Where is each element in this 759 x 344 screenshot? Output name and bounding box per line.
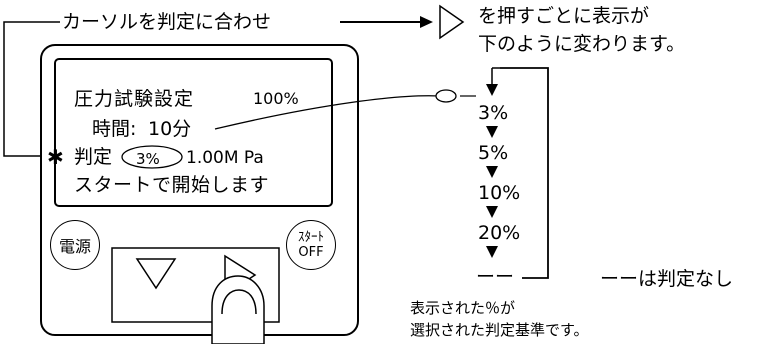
lcd-frame [54, 58, 333, 207]
judge-value-ellipse [121, 145, 183, 169]
arrow-down-2 [486, 166, 498, 178]
right-button[interactable] [218, 252, 262, 298]
footer-line1: 表示された％が [410, 299, 516, 317]
start-button-label: ｽﾀｰﾄ [298, 230, 324, 245]
down-button[interactable] [132, 254, 180, 294]
option-5: 5% [478, 142, 509, 164]
arrow-down-4 [486, 246, 498, 258]
start-off-button[interactable]: ｽﾀｰﾄ OFF [286, 220, 336, 270]
arrow-down-0 [486, 84, 498, 96]
lcd-judge-label: 判定 [74, 146, 113, 168]
cursor-callout-line [3, 21, 60, 157]
press-arrow-head [420, 16, 433, 28]
option-none: ーー [476, 266, 515, 288]
finger-icon [211, 275, 265, 344]
arrow-down-1 [486, 126, 498, 138]
play-symbol-icon [439, 4, 465, 40]
down-button-icon [135, 258, 177, 290]
lcd-judge-value: 3% [136, 150, 160, 168]
leader-line [214, 95, 441, 130]
leader-end-ellipse [435, 89, 457, 103]
lcd-percent: 100% [253, 89, 299, 108]
none-note: ーーは判定なし [600, 268, 734, 290]
press-instruction-line1: を押すごとに表示が [478, 5, 650, 27]
lcd-time-label: 時間: [92, 118, 137, 140]
option-3: 3% [478, 102, 509, 124]
footer-line2: 選択された判定基準です。 [410, 321, 589, 339]
cycle-bracket [500, 67, 549, 279]
power-button[interactable]: 電源 [50, 220, 100, 270]
off-button-label: OFF [298, 245, 324, 260]
lcd-time-value: 10分 [148, 118, 192, 140]
lcd-title: 圧力試験設定 [74, 88, 195, 110]
lcd-pressure: 1.00M Pa [186, 148, 264, 168]
lcd-start-message: スタートで開始します [74, 174, 270, 196]
arrow-down-3 [486, 206, 498, 218]
cursor-star-icon: ✱ [47, 145, 64, 169]
press-instruction-line2: 下のように変わります。 [478, 33, 686, 55]
power-button-label: 電源 [58, 237, 91, 256]
option-10: 10% [478, 182, 521, 204]
cursor-instruction-text: カーソルを判定に合わせ [62, 11, 272, 33]
option-20: 20% [478, 222, 521, 244]
